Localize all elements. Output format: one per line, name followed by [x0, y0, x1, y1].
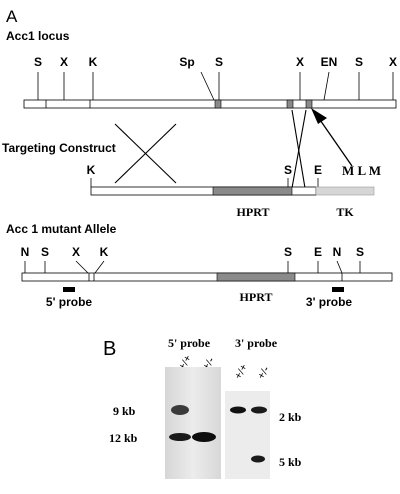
construct-site-labels: K S E: [87, 163, 322, 177]
mutant-site-s3: S: [356, 245, 364, 259]
construct-bar: [90, 186, 375, 196]
blot1-band-12kb-wt: [169, 433, 191, 441]
mutant-site-k: K: [100, 245, 109, 259]
locus-site-en: EN: [321, 55, 338, 69]
mutant-site-s2: S: [284, 245, 292, 259]
exon-block-2: [286, 99, 294, 109]
locus-site-x3: X: [389, 55, 397, 69]
blot2-band-2kb-wt: [230, 406, 246, 414]
panel-b-label: B: [103, 338, 116, 360]
blot2-title: 3' probe: [235, 336, 278, 350]
construct-tk-box: [315, 186, 375, 196]
mutant-site-e: E: [314, 245, 322, 259]
construct-tk-label: TK: [336, 205, 354, 219]
five-prime-probe-label: 5' probe: [46, 295, 93, 309]
mutant-hprt-label: HPRT: [240, 290, 273, 304]
blot1-size-9kb: 9 kb: [113, 404, 136, 418]
construct-title: Targeting Construct: [2, 141, 116, 155]
blot2-lane-het: +/-: [255, 364, 272, 382]
locus-site-x2: X: [296, 55, 304, 69]
recombination-crosses: [114, 109, 307, 189]
blot1-band-12kb-het: [192, 432, 216, 442]
locus-site-s1: S: [34, 55, 42, 69]
size-markers: 9 kb 12 kb 2 kb 5 kb: [109, 404, 302, 469]
construct-site-ticks: [90, 178, 319, 187]
construct-site-e: E: [314, 163, 322, 177]
locus-site-s2: S: [215, 55, 223, 69]
exon-block-1: [214, 99, 222, 109]
five-prime-probe-bar: [63, 287, 75, 292]
mutant-bar: [21, 272, 393, 282]
locus-site-k: K: [89, 55, 98, 69]
mutant-site-ticks: [24, 260, 361, 274]
blot2-size-5kb: 5 kb: [279, 455, 302, 469]
construct-suffix-label: M L M: [342, 163, 381, 178]
blot1-title: 5' probe: [168, 336, 211, 350]
blot2-band-5kb: [251, 455, 265, 463]
three-prime-probe-label: 3' probe: [306, 295, 353, 309]
locus-site-sp: Sp: [179, 55, 194, 69]
construct-site-s: S: [284, 163, 292, 177]
exon-block-3: [305, 99, 313, 109]
blot1-image: [165, 367, 221, 479]
construct-site-k: K: [87, 163, 96, 177]
locus-site-labels: S X K Sp S X EN S X: [34, 55, 397, 69]
blot2-size-2kb: 2 kb: [279, 410, 302, 424]
mutant-site-n2: N: [333, 245, 342, 259]
mutant-title: Acc 1 mutant Allele: [6, 222, 117, 236]
locus-bar: [23, 99, 397, 109]
locus-site-x1: X: [60, 55, 68, 69]
blot2-image: [225, 391, 270, 479]
locus-site-s3: S: [355, 55, 363, 69]
mutant-site-x: X: [72, 245, 80, 259]
mutant-site-labels: N S X K S E N S: [21, 245, 364, 259]
exon-arrow: [311, 108, 353, 167]
locus-title: Acc1 locus: [6, 29, 70, 43]
blot2-band-2kb-het: [251, 406, 267, 414]
three-prime-probe-bar: [332, 287, 344, 292]
mutant-site-s1: S: [41, 245, 49, 259]
construct-hprt-box: [212, 186, 293, 196]
mutant-site-n1: N: [21, 245, 30, 259]
blot1-size-12kb: 12 kb: [109, 431, 138, 445]
panel-a-label: A: [6, 7, 18, 26]
mutant-hprt-box: [216, 272, 296, 282]
construct-hprt-label: HPRT: [237, 205, 270, 219]
locus-site-ticks: [37, 71, 394, 101]
blot2-lane-wt: +/+: [232, 362, 250, 382]
blot1-band-9kb: [171, 405, 189, 415]
